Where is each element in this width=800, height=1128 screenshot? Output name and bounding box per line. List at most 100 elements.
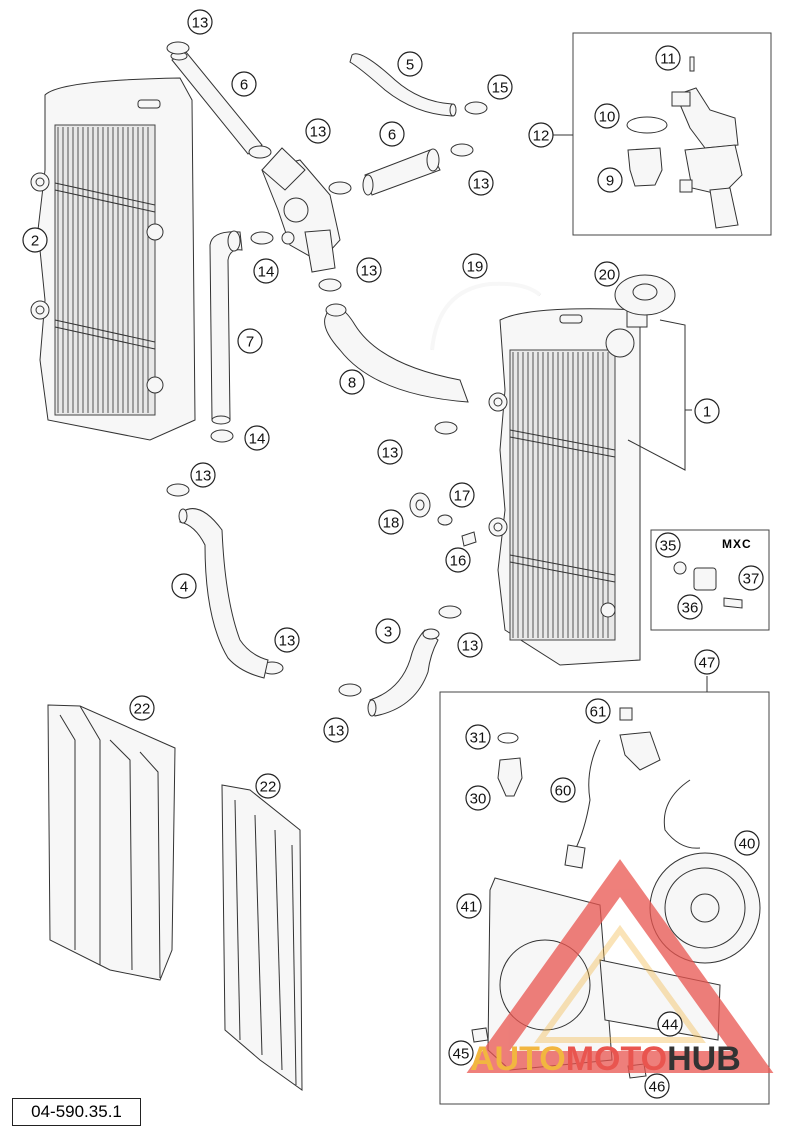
water-pump-housing [261, 147, 341, 273]
hose-clamps [166, 41, 488, 697]
callout-20: 20 [594, 261, 620, 287]
svg-text:8: 8 [348, 375, 356, 392]
callout-13: 13 [356, 257, 382, 283]
svg-text:13: 13 [195, 468, 212, 485]
hose-clamp [250, 231, 274, 245]
svg-text:11: 11 [660, 51, 676, 68]
svg-text:35: 35 [660, 538, 677, 555]
hose-clamp [248, 145, 272, 159]
callout-16: 16 [445, 547, 471, 573]
watermark-part-auto: AUTO [470, 1040, 566, 1078]
svg-text:3: 3 [384, 624, 392, 641]
callout-5: 5 [397, 51, 423, 77]
callout-61: 61 [585, 698, 611, 724]
svg-text:44: 44 [662, 1017, 679, 1034]
svg-text:36: 36 [682, 600, 699, 617]
svg-text:47: 47 [699, 655, 716, 672]
svg-text:10: 10 [599, 109, 616, 126]
svg-text:61: 61 [590, 704, 607, 721]
callout-18: 18 [378, 509, 404, 535]
callout-8: 8 [339, 369, 365, 395]
svg-text:37: 37 [743, 571, 760, 588]
svg-text:40: 40 [739, 836, 756, 853]
radiator-guard-left [47, 704, 176, 981]
callout-41: 41 [456, 893, 482, 919]
callout-13: 13 [305, 118, 331, 144]
svg-text:15: 15 [492, 80, 509, 97]
hose-clamp [438, 605, 462, 619]
svg-text:19: 19 [467, 259, 484, 276]
hose-clamp [318, 278, 342, 292]
hose-clamp [328, 181, 352, 195]
hose-clamp [166, 483, 190, 497]
svg-text:4: 4 [180, 579, 188, 596]
svg-text:14: 14 [258, 264, 275, 281]
svg-text:13: 13 [361, 263, 378, 280]
svg-text:13: 13 [462, 638, 479, 655]
hose-clamp [210, 429, 234, 443]
watermark-logo [466, 859, 774, 1073]
svg-text:22: 22 [134, 701, 151, 718]
hose-clamp [166, 41, 190, 55]
callout-6: 6 [379, 121, 405, 147]
callout-3: 3 [375, 618, 401, 644]
svg-text:16: 16 [450, 553, 467, 570]
callout-13: 13 [377, 439, 403, 465]
hose-clamp [450, 143, 474, 157]
watermark-text: AUTOMOTOHUB [470, 1040, 741, 1079]
callout-47: 47 [694, 649, 720, 675]
callout-10: 10 [594, 103, 620, 129]
svg-text:13: 13 [310, 124, 327, 141]
callout-22: 22 [129, 695, 155, 721]
callout-60: 60 [550, 777, 576, 803]
callout-46: 46 [644, 1073, 670, 1099]
svg-text:14: 14 [249, 431, 266, 448]
callout-31: 31 [465, 724, 491, 750]
callout-4: 4 [171, 573, 197, 599]
svg-text:9: 9 [606, 173, 614, 190]
callout-14: 14 [253, 258, 279, 284]
hose-19 [430, 281, 542, 351]
callout-13: 13 [323, 717, 349, 743]
grommet-washer-bolt [409, 492, 477, 547]
svg-text:20: 20 [599, 267, 616, 284]
callout-1: 1 [694, 398, 720, 424]
fan-kit-frame [439, 691, 770, 1105]
left-radiator [30, 77, 196, 441]
hose-clamp [434, 421, 458, 435]
callout-44: 44 [657, 1011, 683, 1037]
callout-17: 17 [449, 482, 475, 508]
callout-6: 6 [231, 71, 257, 97]
svg-text:12: 12 [533, 128, 550, 145]
callout-12: 12 [528, 122, 554, 148]
callout-14: 14 [244, 425, 270, 451]
svg-text:2: 2 [31, 233, 39, 250]
callout-22: 22 [255, 773, 281, 799]
svg-text:6: 6 [388, 127, 396, 144]
thermostat-kit-frame [572, 32, 772, 236]
hose-5 [349, 53, 457, 117]
svg-text:13: 13 [279, 633, 296, 650]
hose-7 [209, 230, 243, 425]
right-radiator [488, 308, 641, 666]
callout-40: 40 [734, 830, 760, 856]
svg-text:13: 13 [473, 176, 490, 193]
callout-37: 37 [738, 565, 764, 591]
svg-text:41: 41 [461, 899, 478, 916]
callout-36: 36 [677, 594, 703, 620]
watermark-part-moto: MOTO [565, 1040, 668, 1078]
hose-clamp [338, 683, 362, 697]
variant-label: MXC [722, 537, 752, 551]
callout-13: 13 [190, 462, 216, 488]
callout-35: 35 [655, 532, 681, 558]
thermostat-parts [626, 56, 743, 229]
svg-text:7: 7 [246, 334, 254, 351]
hose-clamp [464, 101, 488, 115]
mxc-kit-frame [650, 529, 770, 631]
svg-text:13: 13 [328, 723, 345, 740]
svg-text:5: 5 [406, 57, 414, 74]
radiator-cap [614, 274, 676, 328]
hose-6-right [362, 148, 441, 196]
